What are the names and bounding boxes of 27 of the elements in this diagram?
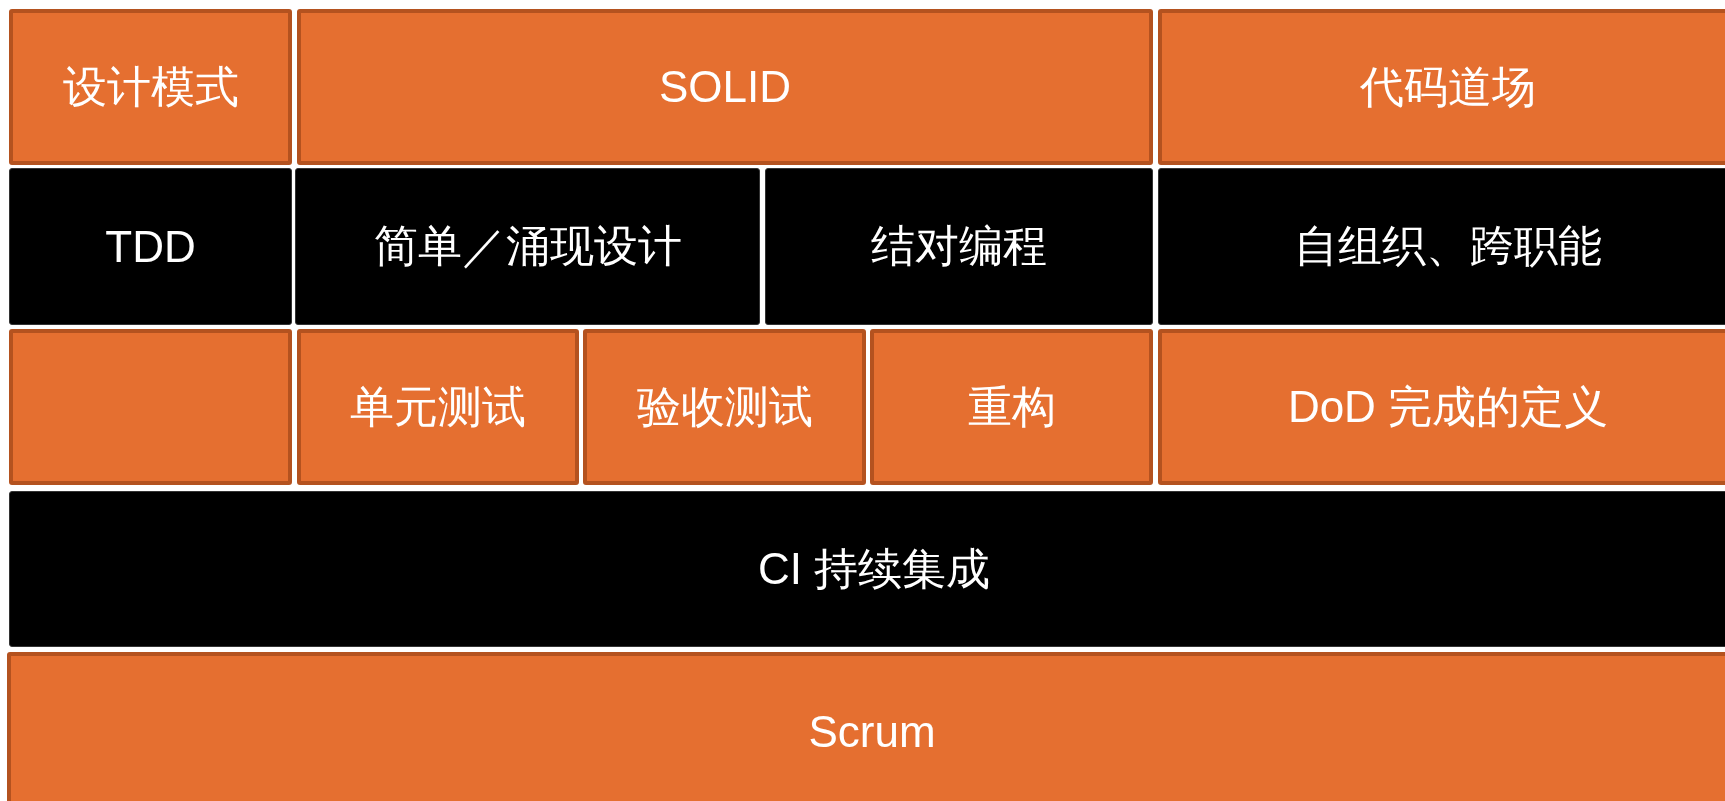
- block-label: 结对编程: [871, 220, 1047, 272]
- layer-block: [297, 9, 1153, 165]
- layer-block: [7, 652, 1725, 801]
- layer-block: [1158, 9, 1725, 165]
- layer-block: [9, 491, 1725, 647]
- block-label: 验收测试: [636, 380, 813, 433]
- block-label: Scrum: [808, 707, 936, 757]
- layer-block: [295, 168, 760, 325]
- layer-block: [9, 9, 292, 165]
- layer-block: [583, 329, 866, 485]
- block-label: 自组织、跨职能: [1294, 220, 1602, 272]
- empty-block: [9, 329, 292, 485]
- block-label: CI 持续集成: [757, 542, 991, 595]
- block-label: 代码道场: [1360, 60, 1536, 113]
- layer-block: [765, 168, 1153, 325]
- block-label: 设计模式: [62, 60, 239, 113]
- block-label: DoD 完成的定义: [1287, 380, 1609, 433]
- block-label: 单元测试: [350, 380, 526, 433]
- block-label: SOLID: [658, 62, 791, 112]
- block-label: TDD: [105, 221, 196, 272]
- layer-block: [1158, 329, 1725, 485]
- block-label: 重构: [967, 380, 1056, 433]
- layer-block: [297, 329, 579, 485]
- layer-block: [870, 329, 1153, 485]
- layer-block: [9, 168, 292, 325]
- layer-block: [1158, 168, 1725, 325]
- block-label: 简单／涌现设计: [373, 220, 682, 272]
